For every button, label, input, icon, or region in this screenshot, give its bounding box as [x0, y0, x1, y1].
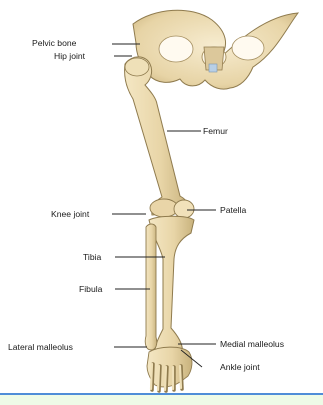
label-patella: Patella — [220, 205, 246, 215]
label-tibia: Tibia — [83, 252, 101, 262]
label-lateral-malleolus: Lateral malleolus — [8, 342, 73, 352]
label-femur: Femur — [203, 126, 228, 136]
label-ankle-joint: Ankle joint — [220, 362, 260, 372]
label-knee-joint: Knee joint — [51, 209, 89, 219]
fibula-shape — [145, 224, 157, 350]
label-hip-joint: Hip joint — [54, 51, 85, 61]
label-fibula: Fibula — [79, 284, 102, 294]
leg-anatomy-figure: Pelvic bone Hip joint Femur Knee joint P… — [0, 0, 323, 394]
label-pelvic-bone: Pelvic bone — [32, 38, 76, 48]
leg-bones-illustration — [0, 0, 323, 394]
bottom-green-band — [0, 395, 323, 405]
patella-shape — [174, 200, 194, 218]
knee-shape — [150, 199, 194, 218]
pelvis-shape — [133, 10, 298, 89]
label-medial-malleolus: Medial malleolus — [220, 339, 284, 349]
